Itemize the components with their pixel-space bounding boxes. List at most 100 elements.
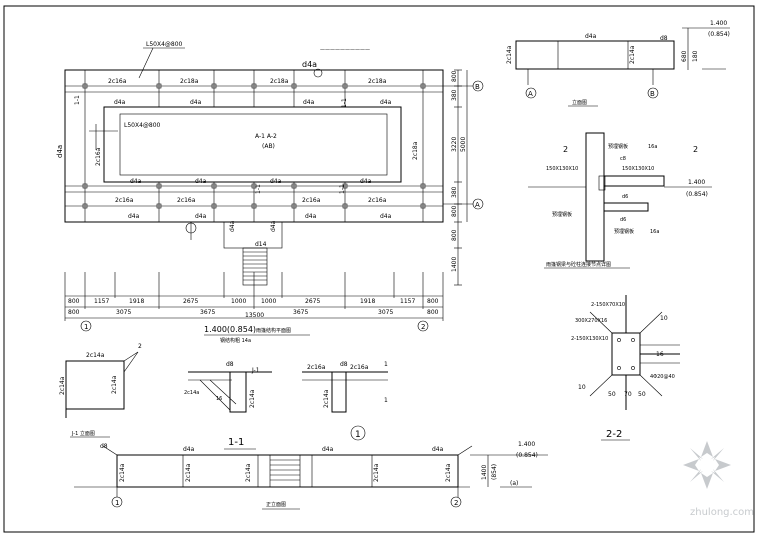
member-label: 2c14a: [86, 352, 105, 359]
elevation-mark-2: (0.854): [516, 452, 538, 459]
node-label: 150X130X10: [622, 166, 654, 172]
plan-label: 2c16a: [115, 197, 134, 204]
member-label: 2c14a: [445, 463, 452, 482]
roof-framing-plan: L50X4@800 —————————— L50X4@800 A-1 A-2 (…: [56, 41, 484, 344]
dim-text: 1000: [261, 298, 276, 305]
member-label: 1: [384, 397, 388, 404]
section-2-2: 2-150X70X10 300X270X16 2-150X130X10 10 1…: [571, 295, 680, 441]
dim-text: (854): [491, 464, 498, 480]
member-label: 2c16a: [307, 364, 326, 371]
member-label: 2c14a: [373, 463, 380, 482]
section-mark: 2: [693, 145, 698, 154]
section-mark: 2: [563, 145, 568, 154]
axis-1-label: 1: [84, 323, 88, 331]
dim-text: 1157: [94, 298, 109, 305]
plan-label: d4a: [56, 145, 64, 158]
elevation-mark: 1.400: [710, 20, 727, 27]
plan-label: 2c18a: [368, 78, 387, 85]
section-label: 10: [660, 315, 668, 322]
elev-label: 2c14a: [629, 45, 636, 64]
dim-text: 180: [692, 50, 699, 62]
j1-elevation: 2c14a 2c14a 2 2c14a J-1 立面图: [59, 343, 142, 438]
elevation-mark-2: (0.854): [708, 31, 730, 38]
dim-text: 1000: [231, 298, 246, 305]
elev-label: d4a: [585, 33, 597, 40]
dim-text: 50: [638, 391, 646, 398]
node-label: 150X130X10: [546, 166, 578, 172]
dim-text: 800: [451, 70, 458, 82]
node-label: 预埋钢板: [614, 228, 634, 235]
elevation-mark: 1.400: [688, 179, 705, 186]
member-label: d8: [340, 361, 348, 368]
section-1-1-detail: d8 J-1 2c14a 2c14a 16 1-1: [184, 361, 272, 450]
plan-label: 2c16a: [108, 78, 127, 85]
plan-label: 2c16a: [302, 197, 321, 204]
section-label: 300X270X16: [575, 318, 607, 324]
section-label: 10: [578, 384, 586, 391]
dim-text: 3675: [293, 309, 308, 316]
dim-text: 1157: [400, 298, 415, 305]
inner-note: A-1 A-2: [255, 133, 277, 140]
dim-text: 3220: [451, 137, 458, 152]
elev-label: d8: [660, 35, 668, 42]
plan-label: d4a: [195, 213, 207, 220]
dim-text: 800: [427, 309, 439, 316]
dim-text: 800: [427, 298, 439, 305]
node-label: d6: [620, 217, 626, 223]
member-label: 16: [216, 396, 222, 402]
stair: [242, 247, 268, 286]
section-1-caption: 1: [355, 430, 361, 440]
member-label: 2c14a: [184, 390, 199, 396]
member-label: 2c14a: [111, 375, 118, 394]
note-label: ——————————: [320, 47, 370, 53]
member-label: d4a: [183, 446, 195, 453]
inner-angle-label: L50X4@800: [124, 122, 161, 129]
elev-caption: 立面图: [572, 99, 587, 106]
section-label: 2-150X70X10: [591, 302, 625, 308]
plan-label: 2c18a: [412, 141, 419, 160]
dim-text: 800: [451, 229, 458, 241]
member-label: 2: [138, 343, 142, 350]
axis-2-label: 2: [454, 499, 458, 507]
member-label: 2c16a: [350, 364, 369, 371]
plan-note: 钢结构粗 14a: [220, 337, 251, 344]
section-caption: 2-2: [606, 429, 622, 440]
plan-label: d4a: [270, 220, 277, 232]
plan-label: d4a: [229, 220, 236, 232]
axis-1-label: 1: [115, 499, 119, 507]
member-label: 1: [384, 361, 388, 368]
plan-caption: 雨篷结构平面图: [256, 327, 291, 334]
plan-label: 2c18a: [270, 78, 289, 85]
axis-a-label: A: [528, 90, 533, 98]
plan-label: d4a: [380, 99, 392, 106]
node-label: 16a: [650, 229, 659, 235]
dim-text: 380: [451, 186, 458, 198]
member-label: 2c14a: [323, 389, 330, 408]
plan-elevation: 1.400(0.854): [204, 325, 256, 334]
plan-label: d4a: [305, 213, 317, 220]
axis-a-label: A: [475, 201, 480, 209]
node-label: d6: [622, 194, 628, 200]
plan-label: 2c18a: [180, 78, 199, 85]
dim-text: 3675: [200, 309, 215, 316]
inner-note-2: (AB): [262, 143, 275, 150]
dim-text: 1918: [360, 298, 375, 305]
plan-label: d4a: [128, 213, 140, 220]
node-label: 预埋钢板: [608, 143, 628, 150]
watermark-logo-icon: [683, 441, 731, 489]
member-label: 2c14a: [249, 389, 256, 408]
angle-label: L50X4@800: [146, 41, 183, 48]
dim-text: 3075: [378, 309, 393, 316]
sheet-border: [3, 5, 755, 533]
j1-caption: J-1 立面图: [71, 430, 95, 437]
member-label: 2c14a: [245, 463, 252, 482]
dim-text: 1918: [129, 298, 144, 305]
section-mark: 1-1: [339, 184, 346, 194]
plan-label: d4a: [130, 178, 142, 185]
plan-label: d14: [255, 241, 267, 248]
elevation-mark-2: (0.854): [686, 191, 708, 198]
section-mark: 1-1: [74, 95, 81, 105]
front-elevation: d8 d4a d4a d4a 2c14a 2c14a 2c14a 2c14a 2…: [74, 441, 548, 510]
member-label: d4a: [322, 446, 334, 453]
